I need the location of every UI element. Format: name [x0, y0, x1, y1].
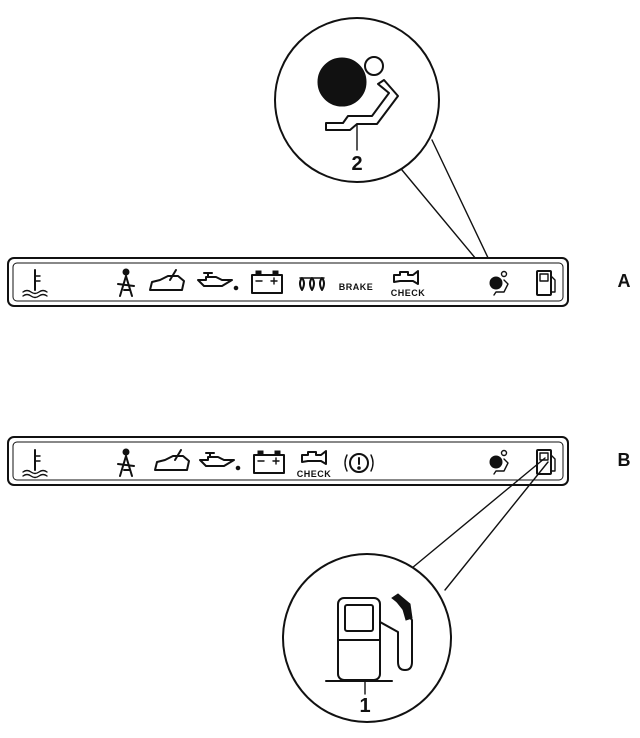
brake-text-icon: BRAKE: [339, 282, 374, 292]
panel-a-inner-frame: [12, 262, 564, 302]
glow-plug-icon: [299, 277, 325, 291]
callout-2-group: 2: [274, 17, 501, 284]
check-engine-icon: CHECK: [297, 450, 332, 479]
airbag-warning-icon: [317, 56, 399, 131]
fuel-icon: [536, 270, 556, 296]
seatbelt-icon: [117, 268, 135, 297]
door-ajar-icon: [154, 449, 190, 471]
battery-icon: [251, 270, 283, 294]
panel-b-inner-frame: [12, 441, 564, 481]
airbag-icon: [489, 449, 509, 475]
battery-icon: [253, 450, 285, 474]
check-engine-text: CHECK: [297, 469, 332, 479]
callout-1-leader-left: [411, 457, 546, 569]
panel-b: CHECK B: [7, 436, 631, 486]
check-engine-text: CHECK: [391, 288, 426, 298]
fuel-icon: [536, 449, 556, 475]
brake-symbol-icon: [344, 453, 374, 473]
callout-2-number: 2: [351, 153, 362, 175]
door-ajar-icon: [149, 269, 185, 291]
callout-1-number: 1: [359, 695, 370, 717]
coolant-temp-icon: [22, 269, 48, 299]
callout-1-circle: [282, 553, 452, 723]
panel-b-frame: [7, 436, 569, 486]
callout-1-group: 1: [282, 457, 549, 723]
panel-a-label: A: [618, 271, 631, 291]
coolant-temp-icon: [22, 449, 48, 479]
fuel-pump-icon: [325, 593, 413, 682]
airbag-icon: [489, 270, 509, 296]
panel-a: BRAKE CHECK A: [7, 257, 631, 307]
panel-b-label: B: [618, 450, 631, 470]
panel-a-frame: [7, 257, 569, 307]
oil-pressure-icon: [197, 272, 239, 291]
check-engine-icon: CHECK: [391, 270, 426, 298]
callout-1-leader-right: [444, 461, 549, 591]
seatbelt-icon: [117, 448, 135, 477]
oil-pressure-icon: [199, 452, 241, 471]
